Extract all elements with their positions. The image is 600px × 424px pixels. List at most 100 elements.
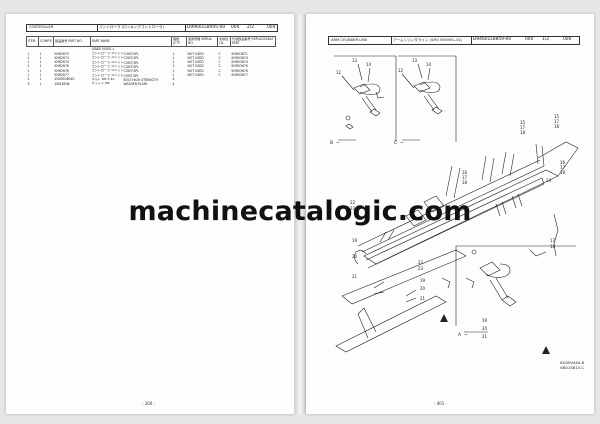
part-name-en: CONT;SPL — [123, 56, 139, 61]
cell-part-no: KHR2673 — [54, 55, 69, 60]
cell-comp: 1 — [39, 73, 42, 78]
right-page-header: ARM CYLINDER LINE アームシリンダライン (SHO SHOVEL… — [328, 36, 580, 45]
cell-part-name: コントローラ ユニットCONT;SPL — [91, 65, 172, 69]
cell-part-name: コントローラ ユニットCONT;SPL — [91, 56, 172, 60]
callout-number: 23 — [418, 266, 424, 271]
part-name-en: BOLT;HIGH STRENGTH — [123, 77, 158, 82]
cell-serial — [187, 82, 218, 86]
cell-replaceable: KHR03677 — [231, 73, 248, 78]
callout-number: 12 — [336, 70, 342, 75]
cell-comp: 1 — [39, 81, 42, 86]
callout-number: 16 — [560, 160, 566, 165]
part-name-jp: コントローラ ユニット — [91, 64, 124, 68]
detail-b-label: B — [330, 140, 333, 146]
callout-number: 13 — [412, 58, 418, 63]
cell-serial: NOT USED — [187, 60, 204, 65]
callout-number: 19 — [420, 278, 426, 283]
callout-number: 17 — [462, 175, 468, 180]
cell-replaceable: KHR03674 — [231, 55, 248, 60]
col-serial: 適用号機 SERIAL NO. — [186, 36, 218, 47]
part-name-en: CONT;SPL — [123, 73, 139, 78]
part-name-jp: コントローラ ユニット — [91, 73, 124, 77]
callout-number: 14 — [426, 62, 432, 67]
cell-iden: C — [218, 55, 221, 60]
part-name-jp: コントローラ ユニット — [91, 56, 124, 60]
cell-comp: 1 — [39, 55, 42, 60]
cell-part-no: KHR2670 — [54, 51, 69, 56]
cell-part-no: KHR2676 — [54, 64, 69, 69]
figure-code: KG00V444-8 — [560, 360, 584, 365]
part-name-jp: ワッシャ M6 — [91, 82, 110, 86]
col-replaceable: 代替部品番号 REPLACEABLE PART — [230, 36, 276, 47]
cell-replaceable: KHR03674 — [231, 60, 248, 65]
callout-number: 22 — [418, 260, 424, 265]
callout-number: 17 — [560, 165, 566, 170]
cell-qty: 1 — [172, 51, 175, 56]
cell-item: 1 — [27, 73, 30, 78]
figure-code: KB01S813-C — [560, 365, 584, 371]
header-subtitle: コントローラ (ロッキングコントローラ) — [99, 25, 164, 29]
col-comp: COMP'E — [38, 36, 54, 47]
part-name-jp: コントローラ ユニット — [91, 52, 124, 56]
cell-part-name: コントローラ ユニットCONT;SPL — [91, 73, 172, 78]
cell-serial: NOT USED — [187, 68, 204, 73]
part-name-en: CONT;SPL — [123, 69, 139, 74]
cell-comp: 1 — [39, 77, 42, 82]
callout-number: 17 — [550, 238, 556, 243]
arm-pipes — [335, 141, 579, 353]
part-name-en: CONT;SPL — [123, 60, 139, 65]
cell-serial: NOT USED — [187, 51, 204, 56]
cell-replaceable: KHR03671 — [231, 51, 248, 56]
page-number: - 401 - — [434, 401, 448, 406]
callout-number: 13 — [352, 58, 358, 63]
callout-number: 16 — [462, 170, 468, 175]
cell-part-no: KHR2676 — [54, 68, 69, 73]
header-rev: 000 — [525, 37, 534, 42]
cell-part-no: ZS20E06040 — [54, 77, 75, 82]
parts-table-header: ITEM COMP'E 部品番号 PART NO. PART NAME 個数 Q… — [26, 36, 276, 47]
detail-b-clamp — [338, 63, 385, 141]
cell-iden: C — [218, 68, 221, 73]
header-title: ARM CYLINDER LINE — [331, 37, 368, 42]
callout-number: 18 — [560, 170, 566, 175]
cell-qty: 4 — [172, 77, 175, 82]
figure-codes: KG00V444-8 KB01S813-C — [560, 360, 584, 370]
callout-number: 14 — [366, 62, 372, 67]
cell-qty: 1 — [172, 60, 175, 65]
callout-number: 22 — [350, 200, 356, 205]
svg-text:~: ~ — [464, 333, 468, 338]
cell-item: 1 — [27, 68, 30, 73]
cell-serial: NOT USED — [187, 64, 204, 69]
detail-c-label: C — [394, 140, 397, 146]
cell-part-name: コントローラ ユニットCONT;SPL — [91, 61, 172, 65]
cell-serial: NOT USED — [187, 55, 204, 60]
cell-iden: C — [218, 60, 221, 65]
col-qty: 個数 Q'TY — [171, 36, 187, 47]
cell-comp: 1 — [39, 60, 42, 65]
cell-item: 2 — [27, 77, 30, 82]
cell-comp: 1 — [39, 51, 42, 56]
svg-text:~: ~ — [400, 141, 404, 146]
cell-qty: 1 — [172, 73, 175, 78]
cell-item: 3 — [27, 81, 30, 86]
part-name-jp: コントローラ ユニット — [91, 60, 124, 64]
cell-comp: 1 — [39, 64, 42, 69]
callout-number: 17 — [520, 125, 526, 130]
cell-part-name: コントローラ ユニットCONT;SPL — [91, 52, 172, 56]
cell-item: 1 — [27, 51, 30, 56]
cell-item: 1 — [27, 55, 30, 60]
callout-number: 15 — [554, 114, 560, 119]
left-page: CONTROLLER コントローラ (ロッキングコントローラ) D99601L8… — [6, 14, 294, 414]
callout-number: 21 — [352, 274, 358, 279]
cell-qty: 1 — [172, 55, 175, 60]
